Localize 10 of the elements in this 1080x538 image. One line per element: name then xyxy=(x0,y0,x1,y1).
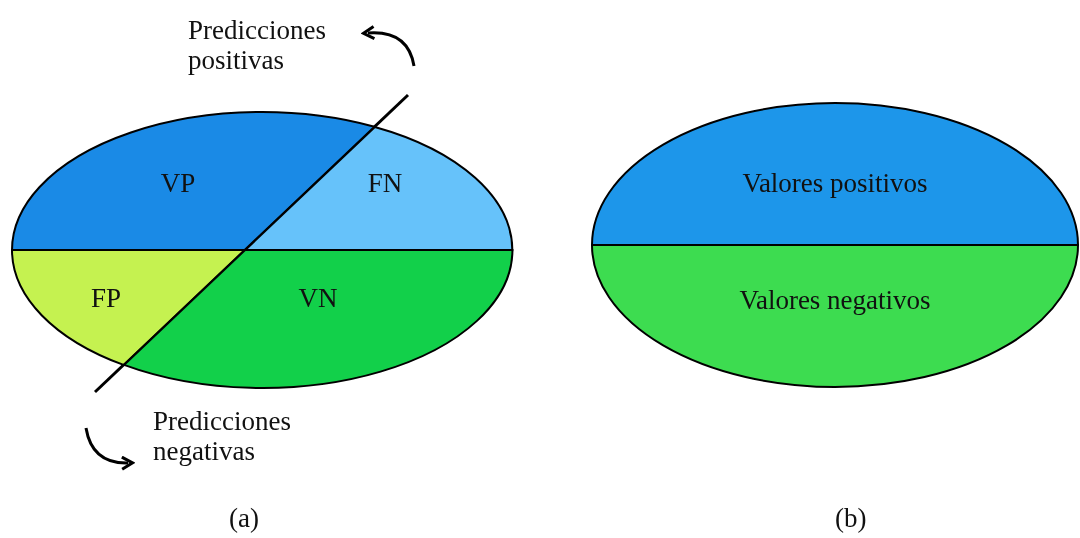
region-label: Valores positivos xyxy=(742,167,928,199)
region-label: FN xyxy=(367,167,403,199)
region-label: VP xyxy=(160,167,196,199)
region-label: Valores negativos xyxy=(739,284,931,316)
region-label: FP xyxy=(91,282,121,314)
prediction-label: Predicciones negativas xyxy=(153,406,292,466)
panel-label: (a) xyxy=(229,503,260,533)
panel-label: (b) xyxy=(835,503,868,533)
region-label: VN xyxy=(298,282,338,314)
prediction-label: Predicciones positivas xyxy=(188,15,327,75)
